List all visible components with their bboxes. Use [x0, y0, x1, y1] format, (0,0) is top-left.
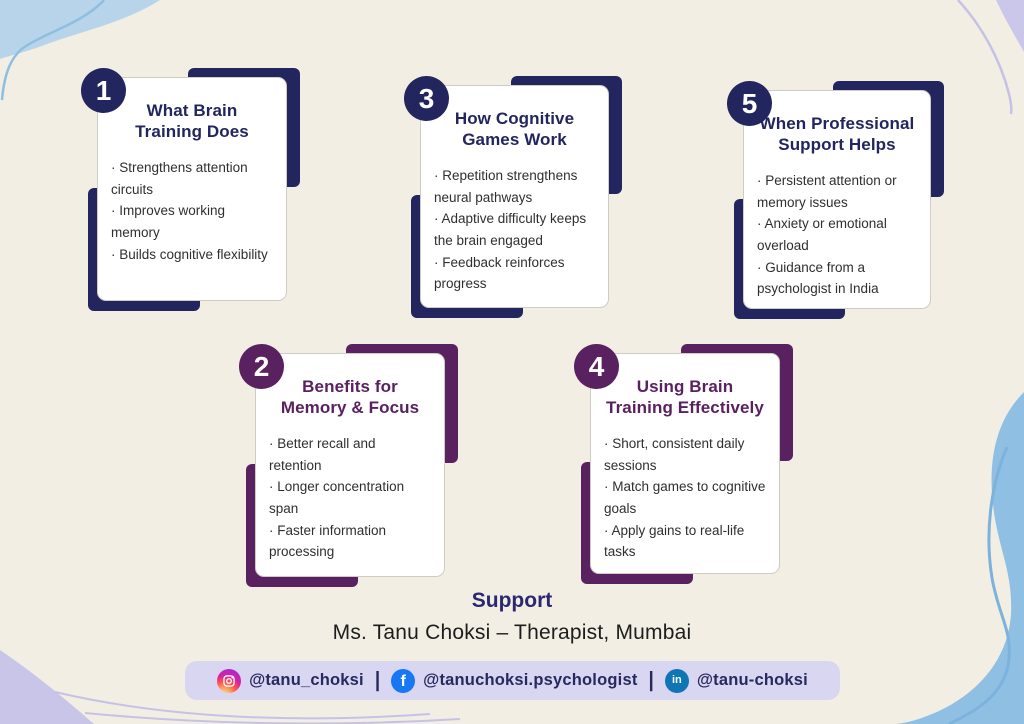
social-links-bar: @tanu_choksi | f @tanuchoksi.psychologis…	[185, 661, 840, 700]
bullet-item: · Better recall and retention	[269, 436, 376, 473]
bullet-item: · Improves working memory	[111, 203, 226, 240]
bullet-item: · Repetition strengthens neural pathways	[434, 168, 578, 205]
linkedin-handle: @tanu-choksi	[696, 671, 808, 689]
card-bullet-list: · Repetition strengthens neural pathways…	[434, 165, 595, 295]
card-number-badge: 2	[239, 344, 284, 389]
instagram-icon	[217, 668, 242, 693]
card-title: Using Brain Training Effectively	[606, 377, 764, 418]
separator: |	[374, 668, 381, 692]
line-top-right	[957, 0, 1013, 115]
card-number-badge: 5	[727, 81, 772, 126]
blob-top-left	[0, 0, 160, 59]
card-bullet-list: · Short, consistent daily sessions · Mat…	[604, 433, 766, 563]
card-bullet-list: · Strengthens attention circuits · Impro…	[111, 157, 273, 265]
blob-top-right	[996, 0, 1024, 52]
bullet-item: · Short, consistent daily sessions	[604, 436, 745, 473]
card-body: When Professional Support Helps · Persis…	[743, 90, 931, 309]
card-bullet-list: · Better recall and retention · Longer c…	[269, 433, 431, 563]
card-body: How Cognitive Games Work · Repetition st…	[420, 85, 609, 308]
card-using-brain-training-effectively: 4 Using Brain Training Effectively · Sho…	[574, 344, 793, 584]
card-title: How Cognitive Games Work	[454, 109, 575, 150]
card-number-badge: 4	[574, 344, 619, 389]
separator: |	[648, 668, 654, 692]
bullet-item: · Longer concentration span	[269, 479, 405, 516]
bullet-item: · Feedback reinforces progress	[434, 254, 565, 292]
bullet-item: · Strengthens attention circuits	[111, 160, 248, 197]
card-title: What Brain Training Does	[135, 101, 249, 142]
bullet-item: · Anxiety or emotional overload	[757, 216, 887, 253]
card-title: When Professional Support Helps	[759, 114, 915, 155]
line-bottom-left-2	[84, 712, 461, 724]
card-body: What Brain Training Does · Strengthens a…	[97, 77, 287, 301]
social-instagram[interactable]: @tanu_choksi	[217, 668, 364, 693]
card-number-badge: 1	[81, 68, 126, 113]
card-bullet-list: · Persistent attention or memory issues …	[757, 170, 917, 300]
blob-bottom-left	[0, 650, 94, 724]
card-body: Using Brain Training Effectively · Short…	[590, 353, 780, 574]
facebook-icon: f	[391, 668, 416, 693]
linkedin-icon: in	[664, 668, 689, 693]
card-title: Benefits for Memory & Focus	[280, 377, 420, 418]
support-heading: Support	[471, 589, 553, 612]
card-body: Benefits for Memory & Focus · Better rec…	[255, 353, 445, 577]
therapist-name: Ms. Tanu Choksi – Therapist, Mumbai	[332, 621, 692, 644]
card-benefits-for-memory-focus: 2 Benefits for Memory & Focus · Better r…	[239, 344, 458, 587]
bullet-item: · Faster information processing	[269, 522, 387, 560]
blob-bottom-right	[894, 392, 1024, 724]
bullet-item: · Apply gains to real-life tasks	[604, 522, 745, 560]
card-what-brain-training-does: 1 What Brain Training Does · Strengthens…	[81, 68, 300, 311]
social-linkedin[interactable]: in @tanu-choksi	[664, 668, 808, 693]
card-number-badge: 3	[404, 76, 449, 121]
social-facebook[interactable]: f @tanuchoksi.psychologist	[391, 668, 638, 693]
instagram-handle: @tanu_choksi	[249, 671, 364, 689]
card-how-cognitive-games-work: 3 How Cognitive Games Work · Repetition …	[404, 76, 622, 318]
line-top-left	[0, 0, 105, 101]
line-bottom-left-1	[54, 691, 431, 720]
bullet-item: · Persistent attention or memory issues	[757, 173, 897, 210]
facebook-handle: @tanuchoksi.psychologist	[423, 671, 638, 689]
bullet-item: · Builds cognitive flexibility	[111, 246, 268, 262]
line-bottom-right	[948, 446, 1011, 724]
bullet-item: · Guidance from a psychologist in India	[757, 259, 879, 297]
bullet-item: · Adaptive difficulty keeps the brain en…	[434, 211, 587, 248]
bullet-item: · Match games to cognitive goals	[604, 479, 766, 516]
card-when-professional-support-helps: 5 When Professional Support Helps · Pers…	[727, 81, 944, 319]
